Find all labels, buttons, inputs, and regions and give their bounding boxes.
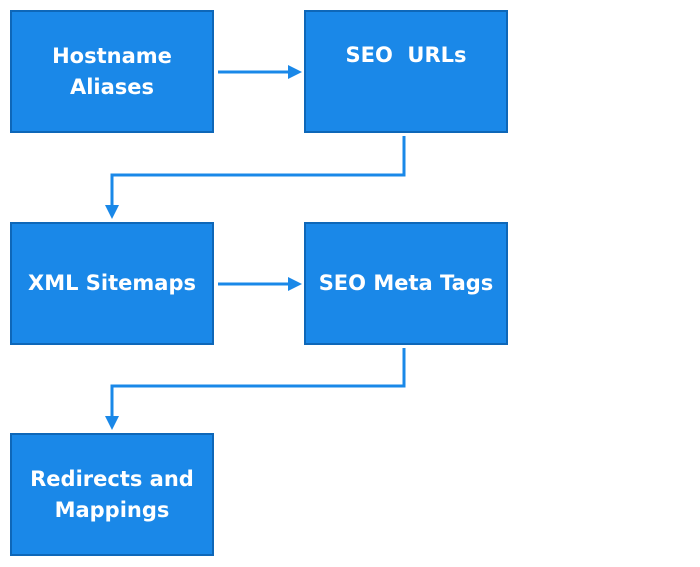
arrowhead-seo-urls-to-xml-sitemaps [105, 205, 119, 219]
arrowhead-hostname-to-seo-urls [288, 65, 302, 79]
seo-meta-tags-box: SEO Meta Tags [304, 222, 508, 345]
seo-urls-label: SEO URLs [345, 43, 467, 67]
xml-sitemaps-label: XML Sitemaps [28, 271, 196, 295]
seo-meta-tags-label: SEO Meta Tags [318, 271, 494, 295]
connector-seo-meta-tags-to-redirects [110, 348, 406, 418]
hostname-aliases-label: Hostname Aliases [52, 43, 172, 99]
seo-urls-box: SEO URLs [304, 10, 508, 133]
arrowhead-xml-sitemaps-to-seo-meta-tags [288, 277, 302, 291]
connector-seo-urls-to-xml-sitemaps [110, 136, 406, 207]
hostname-aliases-box: Hostname Aliases [10, 10, 214, 133]
xml-sitemaps-box: XML Sitemaps [10, 222, 214, 345]
redirects-and-mappings-box: Redirects and Mappings [10, 433, 214, 556]
redirects-and-mappings-label: Redirects and Mappings [30, 466, 194, 522]
arrowhead-seo-meta-tags-to-redirects [105, 416, 119, 430]
